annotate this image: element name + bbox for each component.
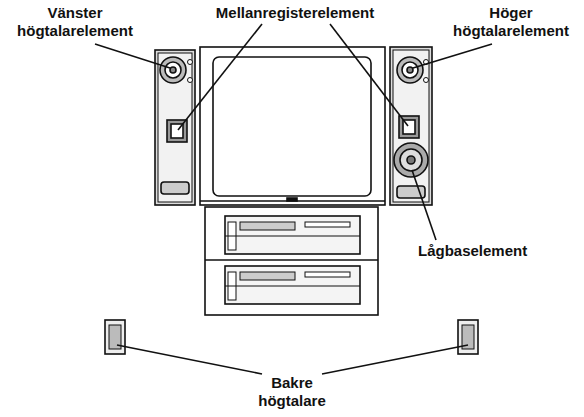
part-label: Bakre högtalare — [242, 374, 342, 410]
part-label: Mellanregisterelement — [200, 4, 390, 22]
part-label: Höger högtalarelement — [441, 4, 581, 40]
part-label: Vänster högtalarelement — [5, 4, 145, 40]
part-label: Lågbaselement — [418, 242, 568, 260]
